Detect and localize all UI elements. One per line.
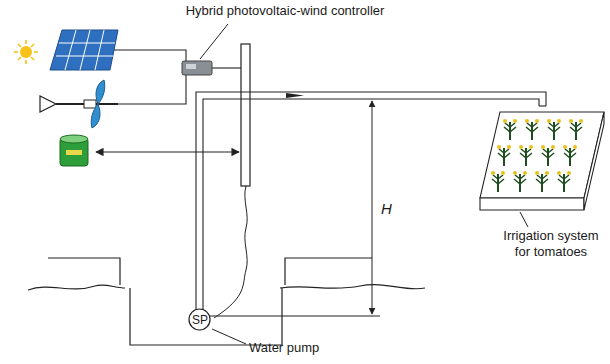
sun-icon: [14, 40, 38, 64]
tomato-plant: [569, 119, 583, 140]
tomato-plant: [547, 119, 561, 140]
tomato-plant: [525, 119, 539, 140]
pump-circle: SP: [188, 308, 211, 331]
controller-label: Hybrid photovoltaic-wind controller: [186, 3, 385, 19]
tomato-plant: [503, 119, 517, 140]
battery: [60, 135, 88, 166]
control-board: [241, 44, 250, 186]
height-dimension: [372, 101, 373, 314]
well: [28, 258, 425, 345]
part-label: Water pump: [249, 340, 319, 356]
pump-cable: [214, 186, 247, 318]
leader-line: [200, 24, 228, 59]
tomato-plant: [519, 145, 533, 166]
leader-line: [520, 212, 528, 227]
pump-label: SP: [192, 313, 208, 327]
tomato-plant: [557, 171, 571, 192]
power-wire: [114, 50, 241, 104]
dimension-label: H: [381, 200, 392, 218]
tomato-field: [480, 112, 604, 210]
wind-turbine: [40, 80, 118, 128]
tomato-plant: [513, 171, 527, 192]
solar-panel: [50, 30, 118, 70]
controller-box: [182, 61, 212, 75]
field-label: Irrigation system for tomatoes: [497, 228, 605, 259]
tomato-plant: [563, 145, 577, 166]
tomato-plant: [491, 171, 505, 192]
tomato-plant: [497, 145, 511, 166]
tomato-plant: [535, 171, 549, 192]
flow-arrow: [286, 93, 304, 98]
battery-link: [96, 151, 239, 152]
tomato-plant: [541, 145, 555, 166]
leader-line: [212, 329, 246, 344]
